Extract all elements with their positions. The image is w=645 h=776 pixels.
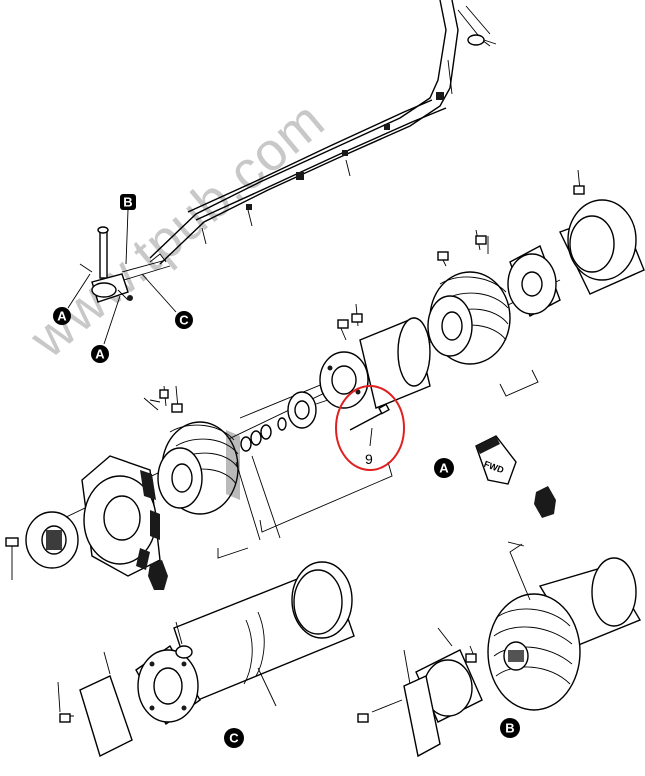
drive-pulley-left	[157, 421, 240, 515]
splined-hub	[81, 455, 161, 577]
hand-icon-left	[148, 560, 168, 590]
detail-c-assembly	[57, 561, 355, 757]
callout-b-bottom: B	[500, 718, 520, 738]
svg-text:B: B	[505, 721, 514, 736]
center-mounting-plate	[319, 303, 369, 409]
hand-icon-right	[534, 486, 556, 518]
item-9-label: 9	[365, 451, 373, 467]
forward-arrow: FWD	[475, 435, 517, 485]
svg-text:A: A	[439, 461, 449, 476]
companion-flange-left	[5, 511, 79, 580]
callout-c-top: C	[141, 273, 193, 329]
svg-text:C: C	[179, 313, 189, 328]
watermark-text: www.tpub.com	[18, 90, 336, 370]
chassis-frame-rail	[149, 0, 497, 265]
svg-text:C: C	[229, 731, 239, 746]
callout-c-bottom: C	[224, 728, 244, 748]
callout-b-top: B	[120, 194, 136, 265]
dimension-brackets	[217, 369, 539, 559]
item-9-highlight-circle	[335, 385, 405, 471]
flange-adapter-right	[507, 245, 561, 317]
svg-text:A: A	[95, 347, 105, 362]
svg-text:B: B	[123, 195, 132, 210]
callout-a-middle: A	[434, 458, 454, 478]
pulley-bolts	[143, 385, 183, 413]
svg-text:A: A	[57, 309, 67, 324]
callout-a-top-left: A	[53, 273, 91, 325]
detail-b-assembly	[357, 543, 642, 758]
upper-hanger-assembly	[79, 226, 171, 303]
item-9-pin	[349, 403, 390, 447]
transmission-housing	[559, 169, 645, 295]
washer-stack	[235, 417, 287, 541]
drive-pulley-right	[427, 229, 511, 365]
callout-a-top-bottom: A	[91, 295, 121, 363]
center-tube	[359, 317, 431, 409]
